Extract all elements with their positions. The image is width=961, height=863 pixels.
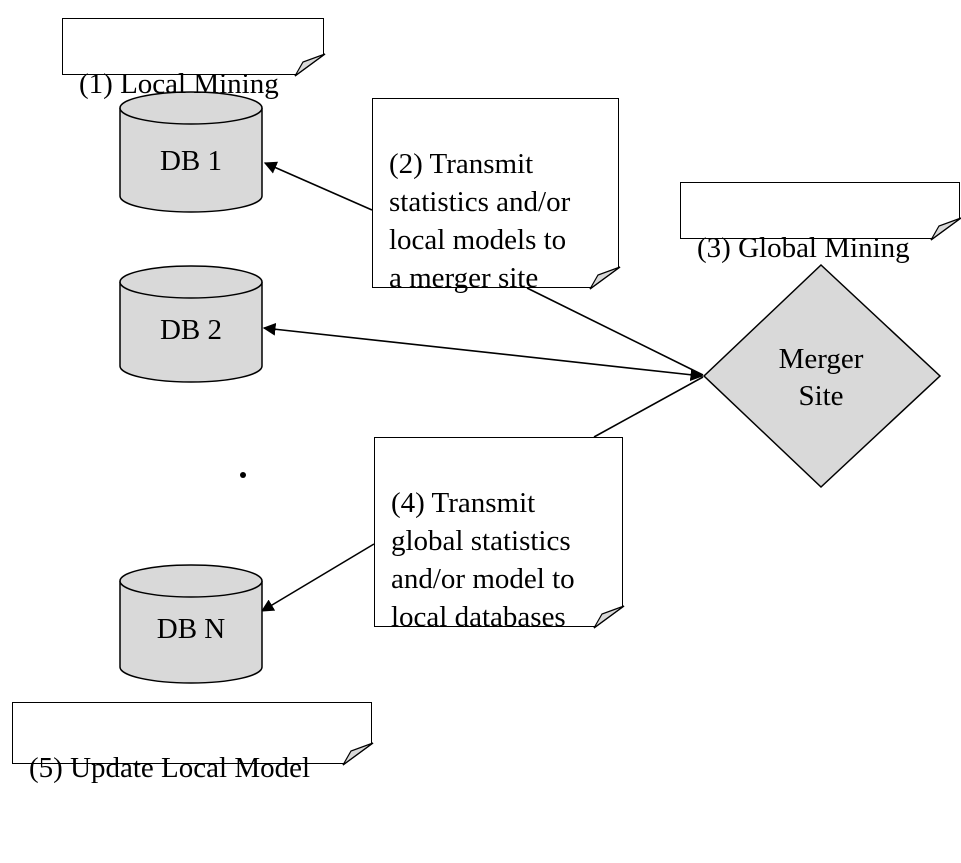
note-fold-corner — [341, 741, 373, 765]
note-global-mining: (3) Global Mining — [680, 182, 961, 264]
ellipsis-dot — [240, 472, 246, 478]
database-db1-cylinder — [119, 91, 263, 213]
merger-site-label: Merger Site — [778, 343, 864, 412]
note-update-local-model-text: (5) Update Local Model — [29, 752, 311, 784]
arrow-to-db1 — [263, 161, 373, 211]
diagram-graphics — [119, 91, 942, 684]
note-transmit-statistics-text: (2) Transmit statistics and/or local mod… — [389, 148, 571, 294]
arrow-to-dbn — [260, 543, 375, 612]
note-update-local-model: (5) Update Local Model — [12, 702, 373, 784]
note-local-mining: (1) Local Mining — [62, 18, 325, 100]
database-db2-cylinder — [119, 265, 263, 383]
db1-label: DB 1 — [159, 145, 223, 177]
db2-label: DB 2 — [159, 314, 223, 346]
database-dbn-cylinder — [119, 564, 263, 684]
line-merger-to-note4 — [593, 376, 704, 438]
distributed-mining-diagram: DB 1 DB 2 DB N Merger Site (1) Local Min… — [12, 18, 961, 784]
note-global-mining-text: (3) Global Mining — [697, 232, 910, 264]
note-transmit-global: (4) Transmit global statistics and/or mo… — [374, 437, 624, 633]
arrow-db2-merger — [262, 322, 704, 382]
note-local-mining-text: (1) Local Mining — [79, 68, 279, 100]
note-fold-corner — [929, 216, 961, 240]
note-fold-corner — [293, 52, 325, 76]
merger-site-diamond — [702, 263, 942, 489]
note-fold-corner — [592, 604, 624, 628]
dbn-label: DB N — [156, 613, 226, 645]
note-fold-corner — [588, 265, 620, 289]
note-transmit-statistics: (2) Transmit statistics and/or local mod… — [372, 98, 620, 294]
note-transmit-global-text: (4) Transmit global statistics and/or mo… — [391, 487, 575, 633]
